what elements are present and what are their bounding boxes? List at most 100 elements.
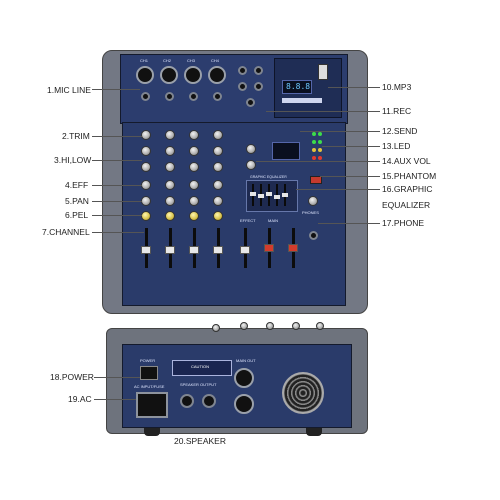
pel-knob-ch3[interactable] bbox=[189, 211, 199, 221]
phone-jack[interactable] bbox=[309, 231, 318, 240]
label-channel: 7.CHANNEL bbox=[42, 227, 90, 237]
ac-input-socket[interactable] bbox=[136, 392, 168, 418]
phones-label: PHONES bbox=[302, 210, 319, 215]
rear-top-knob-5 bbox=[316, 322, 324, 330]
label-trim: 2.TRIM bbox=[62, 131, 90, 141]
low-knob-ch2[interactable] bbox=[165, 162, 175, 172]
label-graphic-eq-line2: EQUALIZER bbox=[382, 200, 431, 210]
rec-jack-left[interactable] bbox=[238, 82, 247, 91]
usb-slot[interactable] bbox=[318, 64, 328, 80]
hi-knob-ch4[interactable] bbox=[213, 146, 223, 156]
caution-text: CAUTION bbox=[191, 364, 209, 369]
aux-vol-knob-2[interactable] bbox=[246, 160, 256, 170]
callout-line-aux-vol bbox=[256, 161, 380, 162]
pel-knob-ch1[interactable] bbox=[141, 211, 151, 221]
pan-knob-ch1[interactable] bbox=[141, 196, 151, 206]
low-knob-ch4[interactable] bbox=[213, 162, 223, 172]
fader-cap-ch2[interactable] bbox=[165, 246, 175, 254]
aux-vol-knob-1[interactable] bbox=[246, 144, 256, 154]
hi-knob-ch3[interactable] bbox=[189, 146, 199, 156]
low-knob-ch3[interactable] bbox=[189, 162, 199, 172]
led-meter-1 bbox=[312, 132, 316, 136]
label-pel: 6.PEL bbox=[65, 210, 89, 220]
label-graphic-eq-line1: 16.GRAPHIC bbox=[382, 184, 433, 194]
send-jack[interactable] bbox=[246, 98, 255, 107]
eq-cap-1[interactable] bbox=[250, 192, 256, 196]
fader-cap-main-l[interactable] bbox=[264, 244, 274, 252]
label-led: 13.LED bbox=[382, 141, 411, 151]
led-meter-5 bbox=[312, 148, 316, 152]
callout-line-phone bbox=[318, 223, 380, 224]
line-jack-ch2[interactable] bbox=[165, 92, 174, 101]
mixer-front-view bbox=[102, 50, 368, 314]
main-out-xlr-left[interactable] bbox=[234, 368, 254, 388]
callout-line-mp3 bbox=[328, 87, 380, 88]
callout-line-led bbox=[322, 146, 380, 147]
eq-cap-5[interactable] bbox=[282, 193, 288, 197]
caution-plate: CAUTION bbox=[172, 360, 232, 376]
callout-line-pel bbox=[92, 215, 142, 216]
mp3-buttons[interactable] bbox=[282, 98, 322, 103]
led-meter-2 bbox=[318, 132, 322, 136]
xlr-input-ch1[interactable] bbox=[136, 66, 154, 84]
led-meter-4 bbox=[318, 140, 322, 144]
line-jack-ch3[interactable] bbox=[189, 92, 198, 101]
trim-knob-ch4[interactable] bbox=[213, 130, 223, 140]
callout-line-send bbox=[300, 131, 380, 132]
trim-knob-ch3[interactable] bbox=[189, 130, 199, 140]
fader-cap-ch4[interactable] bbox=[213, 246, 223, 254]
callout-line-eff bbox=[92, 185, 142, 186]
line-jack-ch1[interactable] bbox=[141, 92, 150, 101]
trim-knob-ch1[interactable] bbox=[141, 130, 151, 140]
low-knob-ch1[interactable] bbox=[141, 162, 151, 172]
label-ac: 19.AC bbox=[68, 394, 92, 404]
main-out-xlr-right[interactable] bbox=[234, 394, 254, 414]
trim-knob-ch2[interactable] bbox=[165, 130, 175, 140]
rec-jack-right[interactable] bbox=[254, 82, 263, 91]
fader-cap-ch1[interactable] bbox=[141, 246, 151, 254]
eff-knob-ch2[interactable] bbox=[165, 180, 175, 190]
graphic-eq-panel: GRAPHIC EQUALIZER bbox=[246, 175, 298, 212]
line-jack-ch4[interactable] bbox=[213, 92, 222, 101]
fader-cap-effect[interactable] bbox=[240, 246, 250, 254]
pel-knob-ch4[interactable] bbox=[213, 211, 223, 221]
xlr-input-ch4[interactable] bbox=[208, 66, 226, 84]
rear-foot-right bbox=[306, 428, 322, 436]
speaker-output-label: SPEAKER OUTPUT bbox=[180, 382, 217, 387]
phantom-switch[interactable] bbox=[310, 176, 322, 184]
label-rec: 11.REC bbox=[382, 106, 412, 116]
callout-line-power bbox=[94, 377, 140, 378]
rear-top-knob-2 bbox=[240, 322, 248, 330]
fader-cap-main-r[interactable] bbox=[288, 244, 298, 252]
ch1-label: CH1 bbox=[140, 58, 149, 63]
power-switch[interactable] bbox=[140, 366, 158, 380]
pan-knob-ch4[interactable] bbox=[213, 196, 223, 206]
main-out-label: MAIN OUT bbox=[236, 358, 256, 363]
eq-cap-4[interactable] bbox=[274, 195, 280, 199]
effect-label: EFFECT bbox=[240, 218, 256, 223]
pel-knob-ch2[interactable] bbox=[165, 211, 175, 221]
aux-jack-1[interactable] bbox=[238, 66, 247, 75]
speaker-output-left[interactable] bbox=[202, 394, 216, 408]
phone-level-knob[interactable] bbox=[308, 196, 318, 206]
control-panel bbox=[122, 122, 346, 306]
callout-line-ac bbox=[94, 399, 136, 400]
fader-cap-ch3[interactable] bbox=[189, 246, 199, 254]
eff-knob-ch4[interactable] bbox=[213, 180, 223, 190]
effect-display bbox=[272, 142, 300, 160]
xlr-input-ch3[interactable] bbox=[184, 66, 202, 84]
eff-knob-ch1[interactable] bbox=[141, 180, 151, 190]
hi-knob-ch2[interactable] bbox=[165, 146, 175, 156]
pan-knob-ch3[interactable] bbox=[189, 196, 199, 206]
eff-knob-ch3[interactable] bbox=[189, 180, 199, 190]
hi-knob-ch1[interactable] bbox=[141, 146, 151, 156]
ac-input-label: AC INPUT/FUSE bbox=[134, 384, 165, 389]
eq-cap-2[interactable] bbox=[258, 194, 264, 198]
speaker-output-right[interactable] bbox=[180, 394, 194, 408]
pan-knob-ch2[interactable] bbox=[165, 196, 175, 206]
callout-line-mic-line bbox=[92, 89, 140, 90]
aux-jack-2[interactable] bbox=[254, 66, 263, 75]
eq-cap-3[interactable] bbox=[266, 192, 272, 196]
callout-line-graphic-eq bbox=[296, 189, 380, 190]
xlr-input-ch2[interactable] bbox=[160, 66, 178, 84]
